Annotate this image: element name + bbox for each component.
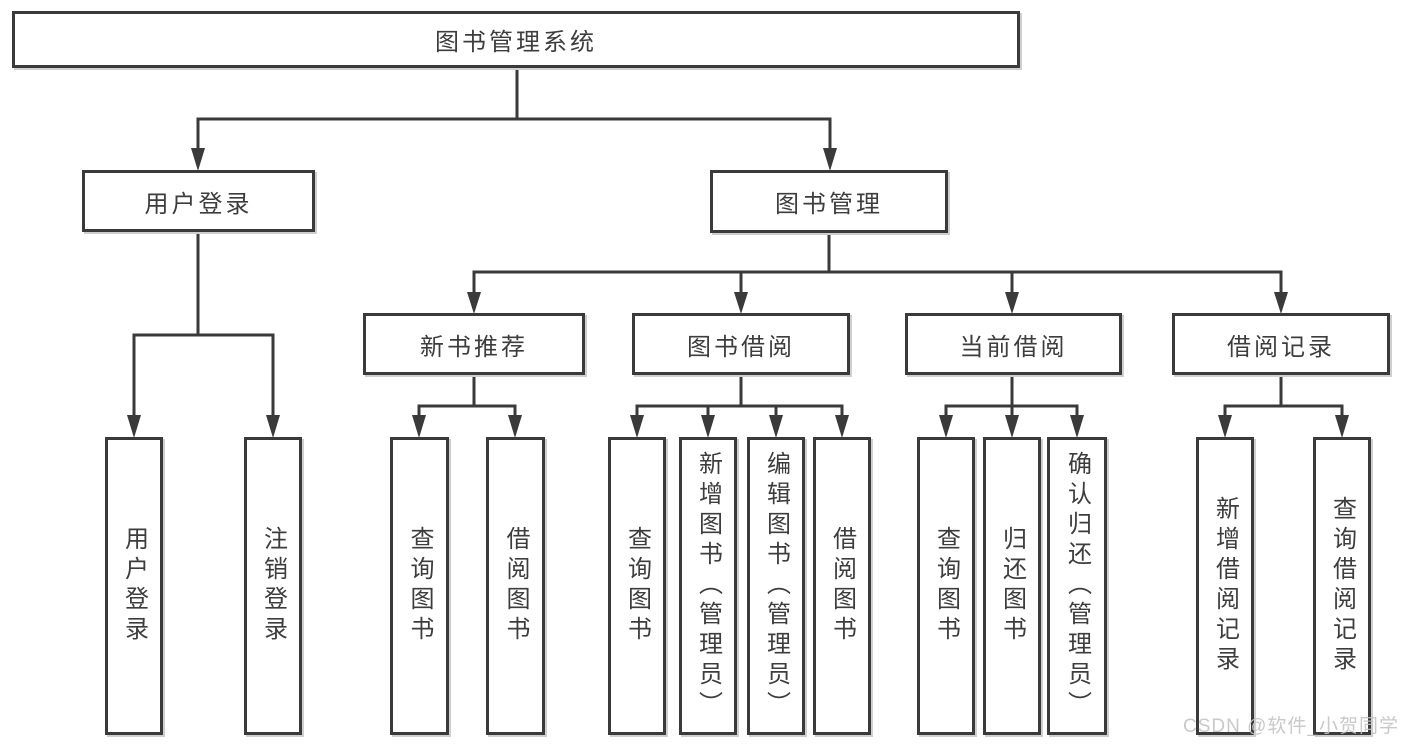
leaf-record-add-record: 新增借阅记录 (1196, 437, 1254, 735)
node-book-management: 图书管理 (710, 170, 948, 233)
connector-user-login-to-children (127, 230, 280, 438)
connector-book-borrow-to-children (630, 373, 849, 438)
connector-book-management-to-level3 (467, 231, 1288, 314)
connector-new-book-recommend-to-children (412, 373, 522, 438)
leaf-borrow-edit-book-admin: 编辑图书（管理员） (747, 437, 805, 735)
leaf-current-query-book: 查询图书 (917, 437, 975, 735)
leaf-logout: 注销登录 (244, 437, 302, 735)
connector-current-borrow-to-children (939, 373, 1084, 438)
node-root: 图书管理系统 (12, 11, 1020, 68)
leaf-borrow-add-book-admin: 新增图书（管理员） (679, 437, 737, 735)
leaf-borrow-borrow-book: 借阅图书 (813, 437, 871, 735)
node-new-book-recommend: 新书推荐 (363, 313, 585, 375)
node-current-borrow: 当前借阅 (905, 313, 1122, 375)
connector-root-to-level2 (191, 66, 837, 171)
leaf-borrow-query-book: 查询图书 (608, 437, 666, 735)
connector-borrow-record-to-children (1218, 373, 1349, 438)
leaf-current-return-book: 归还图书 (983, 437, 1041, 735)
leaf-user-login: 用户登录 (105, 437, 163, 735)
leaf-current-confirm-return-admin: 确认归还（管理员） (1047, 437, 1107, 735)
leaf-recommend-query-book: 查询图书 (390, 437, 449, 735)
node-book-borrow: 图书借阅 (632, 313, 850, 375)
csdn-watermark: CSDN @软件_小贺同学 (1183, 716, 1399, 737)
node-borrow-record: 借阅记录 (1172, 313, 1390, 375)
node-user-login: 用户登录 (82, 170, 315, 232)
leaf-recommend-borrow-book: 借阅图书 (486, 437, 545, 735)
leaf-record-query-record: 查询借阅记录 (1313, 437, 1371, 735)
